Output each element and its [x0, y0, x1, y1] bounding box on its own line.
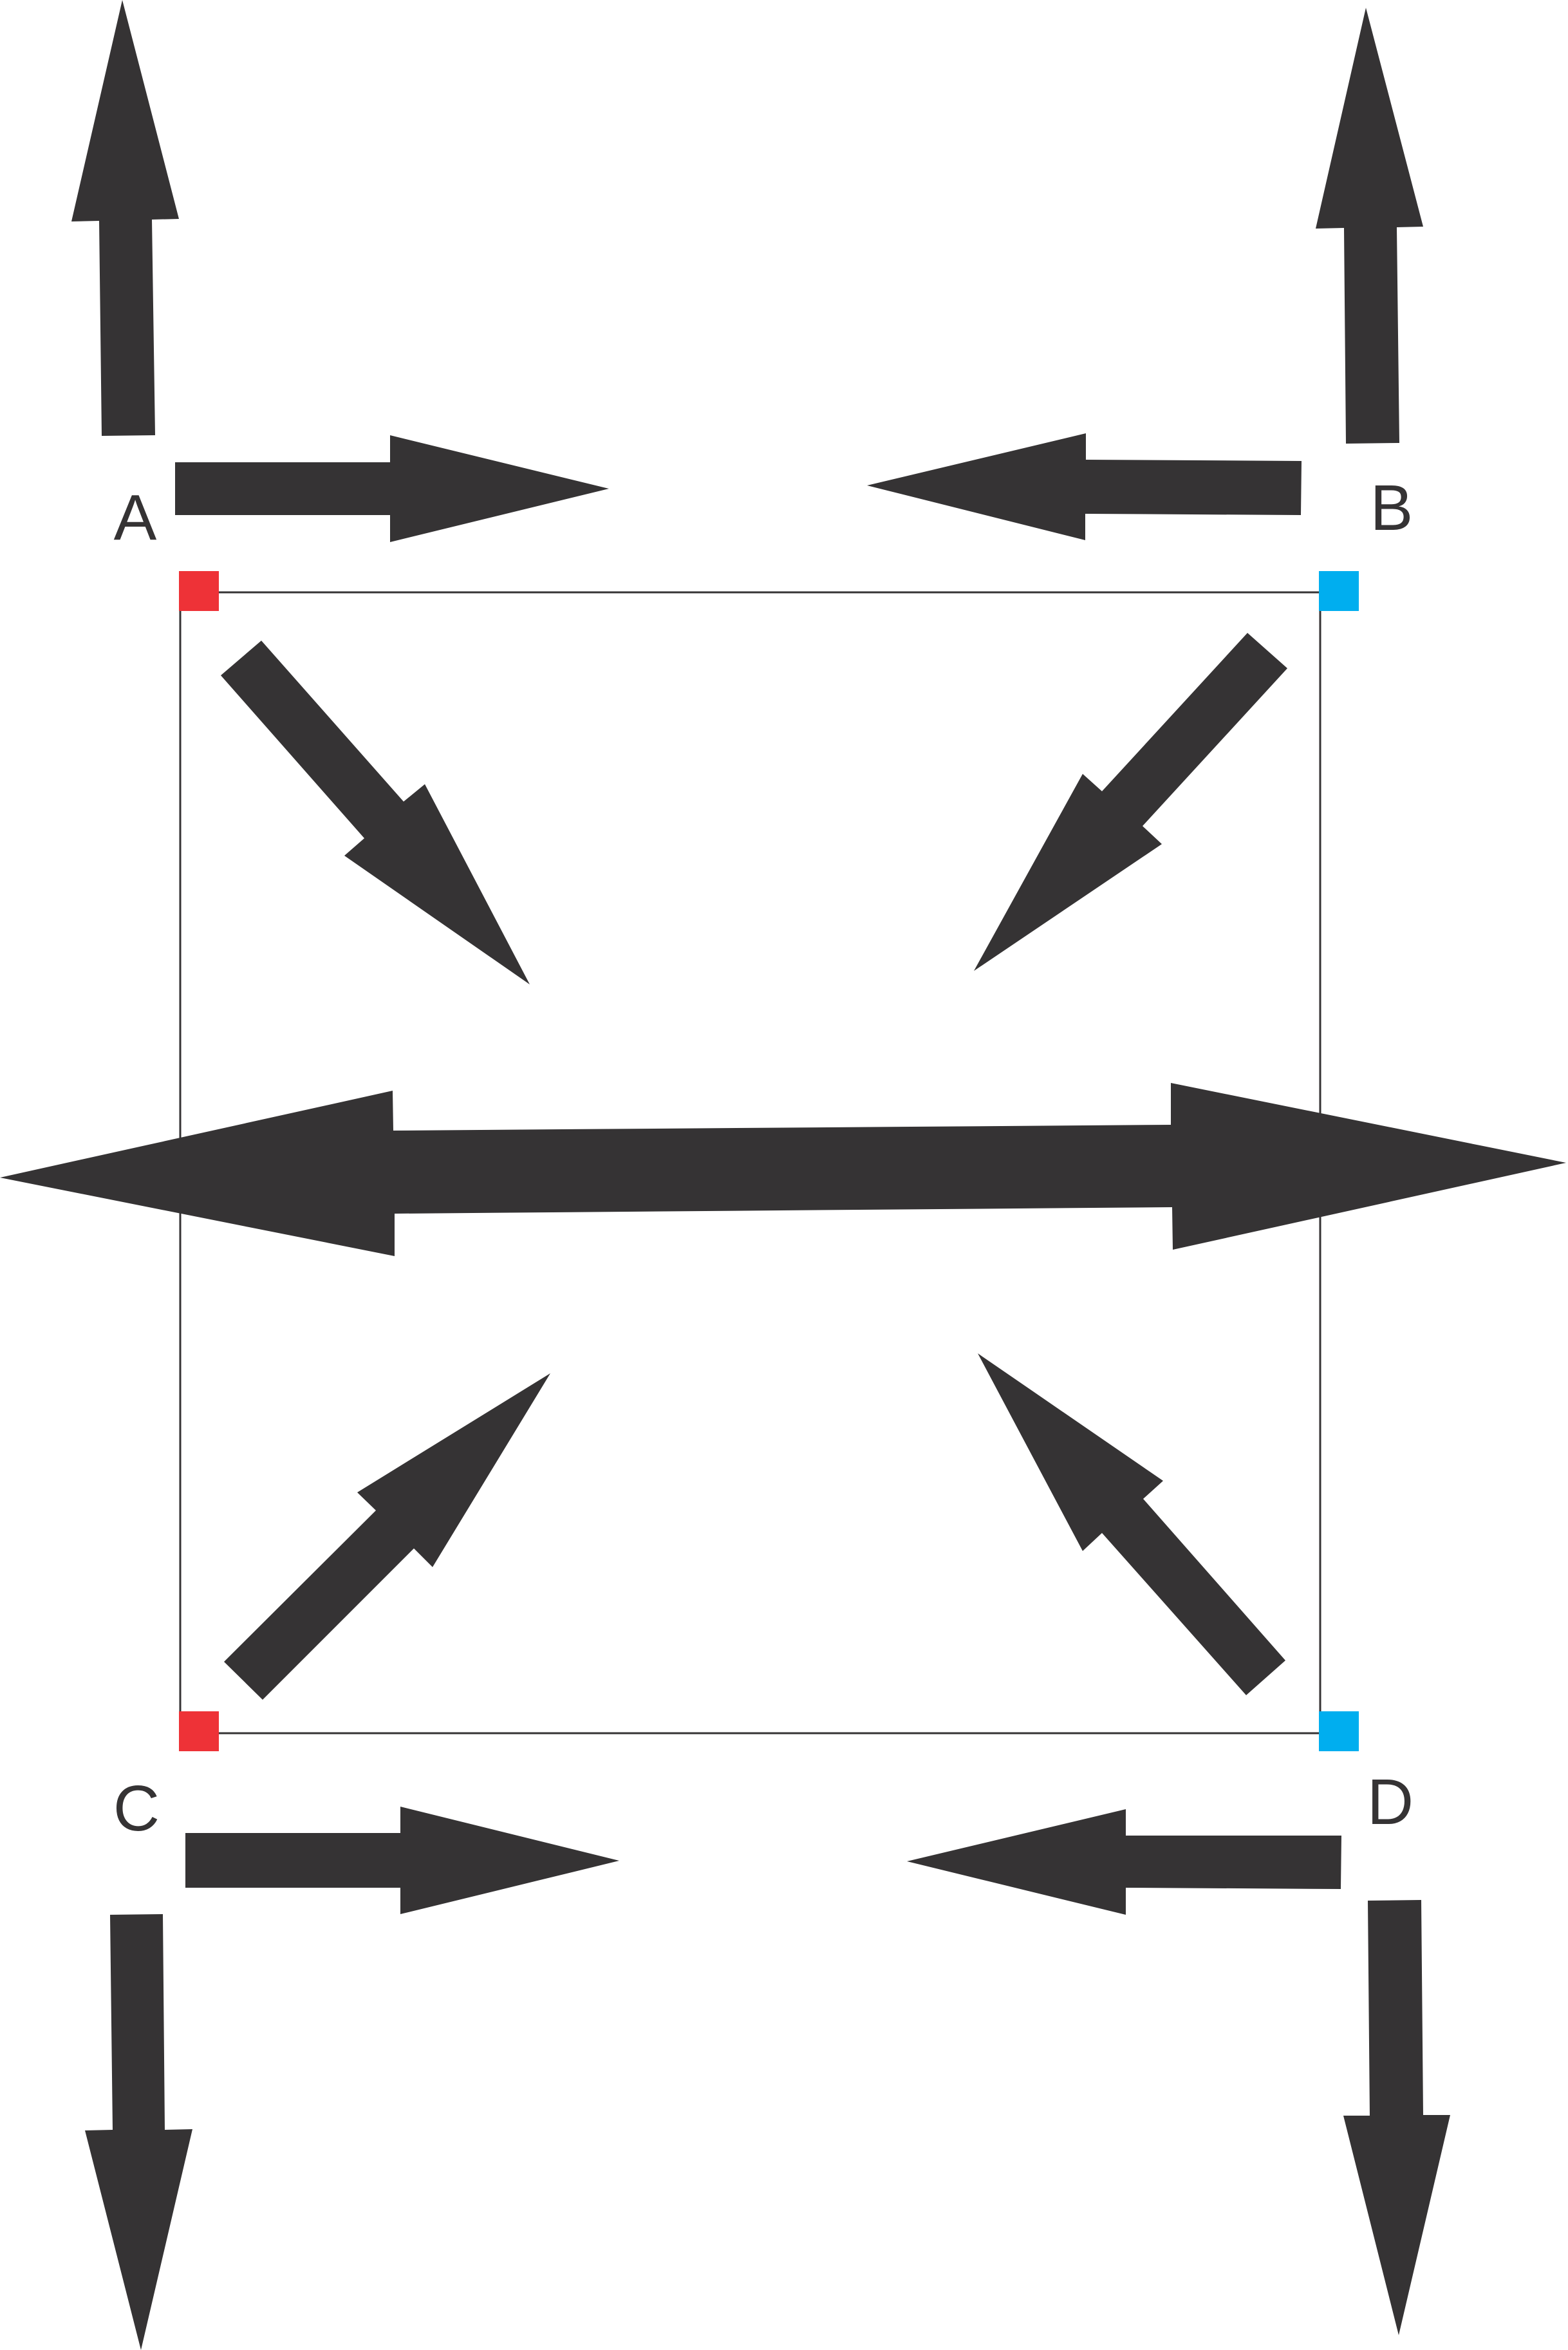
arrow-d-inward-icon [978, 1353, 1285, 1695]
corner-label-b: B [1370, 472, 1414, 544]
arrow-c-right-icon [185, 1807, 619, 1914]
arrow-b-up-icon [1316, 8, 1423, 444]
arrow-a-up-icon [71, 0, 179, 436]
handle-c[interactable] [179, 1711, 219, 1751]
corner-label-d: D [1367, 1766, 1414, 1838]
arrow-a-inward-icon [221, 641, 530, 984]
corner-label-c: C [113, 1772, 160, 1845]
arrow-d-left-icon [907, 1809, 1341, 1915]
corner-label-a: A [114, 482, 157, 554]
arrow-center-double-icon [0, 1083, 1566, 1256]
handle-b[interactable] [1319, 571, 1359, 611]
arrow-b-inward-icon [974, 633, 1287, 971]
arrow-c-down-icon [85, 1914, 192, 2350]
handle-d[interactable] [1319, 1711, 1359, 1751]
arrow-a-right-icon [175, 435, 609, 542]
handle-a[interactable] [179, 571, 219, 611]
arrow-d-down-icon [1343, 1900, 1450, 2335]
arrow-b-left-icon [867, 433, 1302, 540]
arrow-c-inward-icon [224, 1373, 550, 1700]
